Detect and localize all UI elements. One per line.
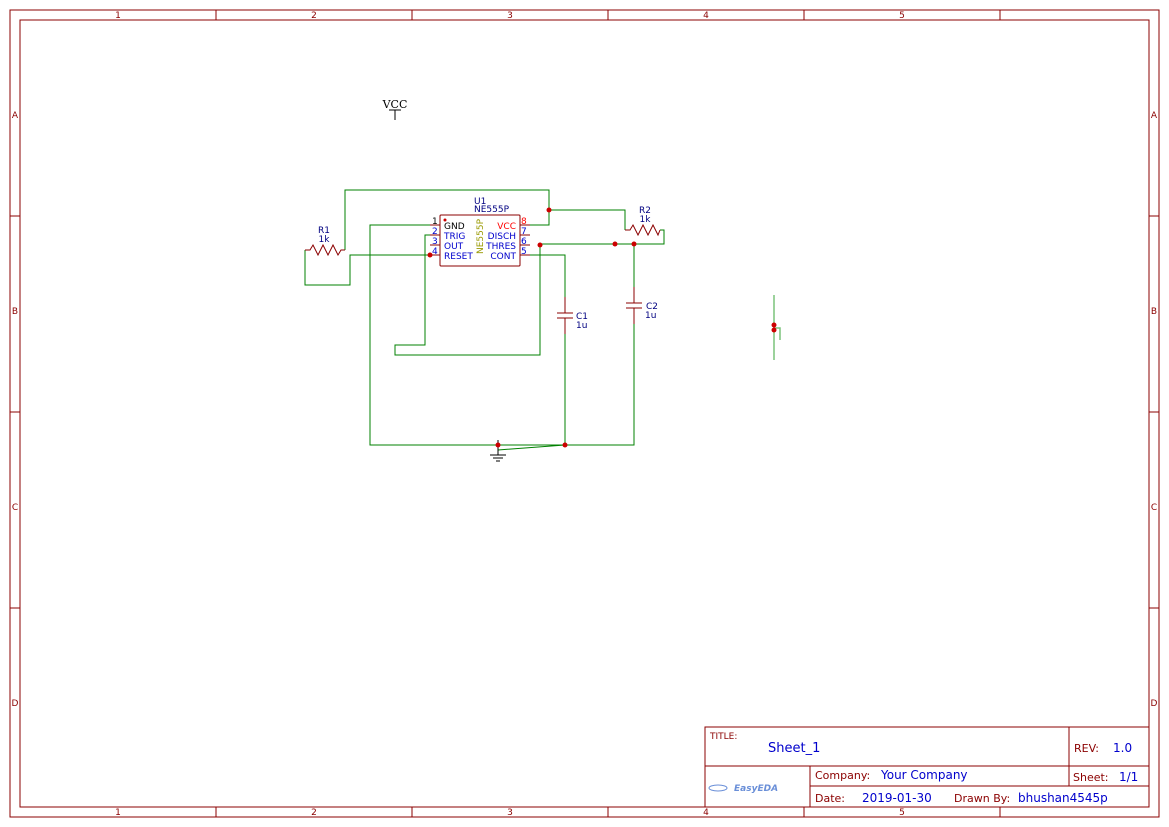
col-label: 5 xyxy=(899,11,905,21)
pin-name: VCC xyxy=(497,222,516,232)
col-label: 4 xyxy=(703,11,709,21)
col-label: 1 xyxy=(115,808,121,818)
svg-text:EasyEDA: EasyEDA xyxy=(734,784,778,794)
u1-body-label: NE555P xyxy=(476,218,486,254)
u1-ref: U1 xyxy=(474,197,486,207)
u1-value: NE555P xyxy=(474,205,510,215)
pin-number: 7 xyxy=(521,227,527,237)
c1-value: 1u xyxy=(576,321,587,331)
pin-name: CONT xyxy=(490,252,516,262)
row-label: A xyxy=(1151,111,1158,121)
row-label: B xyxy=(1151,307,1157,317)
col-label: 2 xyxy=(311,11,317,21)
col-label: 3 xyxy=(507,808,513,818)
drawn-by-label: Drawn By: xyxy=(954,792,1010,805)
pin-name: DISCH xyxy=(488,232,516,242)
sheet-title: Sheet_1 xyxy=(768,741,820,756)
pin-number: 8 xyxy=(521,217,527,227)
capacitor-c1[interactable]: C1 1u xyxy=(557,297,588,334)
row-label: A xyxy=(12,111,19,121)
title-block: TITLE: Sheet_1 REV: 1.0 Company: Your Co… xyxy=(704,726,1150,808)
row-label: C xyxy=(12,503,18,513)
date-value: 2019-01-30 xyxy=(862,791,932,805)
pin-name: GND xyxy=(444,222,465,232)
pin-name: RESET xyxy=(444,252,473,262)
col-label: 1 xyxy=(115,11,121,21)
company-label: Company: xyxy=(815,769,870,782)
pin-number: 3 xyxy=(432,237,438,247)
junctions xyxy=(427,207,777,448)
pin-name: TRIG xyxy=(443,232,465,242)
pin-number: 2 xyxy=(432,227,438,237)
rev-label: REV: xyxy=(1074,742,1099,755)
resistor-r1[interactable]: R1 1k xyxy=(305,226,345,257)
title-label: TITLE: xyxy=(709,732,737,742)
row-label: D xyxy=(1151,699,1158,709)
pin-number: 4 xyxy=(432,247,438,257)
r1-value: 1k xyxy=(319,235,331,245)
date-label: Date: xyxy=(815,792,845,805)
sheet-frame: 1 2 3 4 5 1 2 3 4 5 A B C D A B C D xyxy=(9,9,1160,818)
easyeda-logo: EasyEDA xyxy=(708,784,778,794)
c2-value: 1u xyxy=(645,311,656,321)
wires[interactable] xyxy=(304,189,781,451)
rev-value: 1.0 xyxy=(1113,741,1132,755)
c1-ref: C1 xyxy=(576,312,588,322)
col-label: 2 xyxy=(311,808,317,818)
col-label: 3 xyxy=(507,11,513,21)
r2-value: 1k xyxy=(640,215,652,225)
pin-name: THRES xyxy=(485,242,516,252)
row-label: C xyxy=(1151,503,1157,513)
c2-ref: C2 xyxy=(646,302,658,312)
pin-name: OUT xyxy=(444,242,464,252)
capacitor-c2[interactable]: C2 1u xyxy=(626,287,658,324)
sheet-label: Sheet: xyxy=(1073,771,1109,784)
drawn-by-value: bhushan4545p xyxy=(1018,791,1108,805)
row-label: B xyxy=(12,307,18,317)
ic-u1[interactable]: U1 NE555P NE555P 1 GND 2 TRIG 3 OUT 4 RE… xyxy=(430,197,530,267)
pin-number: 6 xyxy=(521,237,527,247)
vcc-label: VCC xyxy=(382,98,408,111)
company-value: Your Company xyxy=(880,768,968,782)
col-label: 5 xyxy=(899,808,905,818)
r1-ref: R1 xyxy=(318,226,330,236)
resistor-r2[interactable]: R2 1k xyxy=(625,206,661,237)
pin-number: 1 xyxy=(432,217,438,227)
vcc-symbol[interactable]: VCC xyxy=(382,98,408,120)
sheet-value: 1/1 xyxy=(1119,770,1138,784)
r2-ref: R2 xyxy=(639,206,651,216)
col-label: 4 xyxy=(703,808,709,818)
row-label: D xyxy=(12,699,19,709)
pin-number: 5 xyxy=(521,247,527,257)
